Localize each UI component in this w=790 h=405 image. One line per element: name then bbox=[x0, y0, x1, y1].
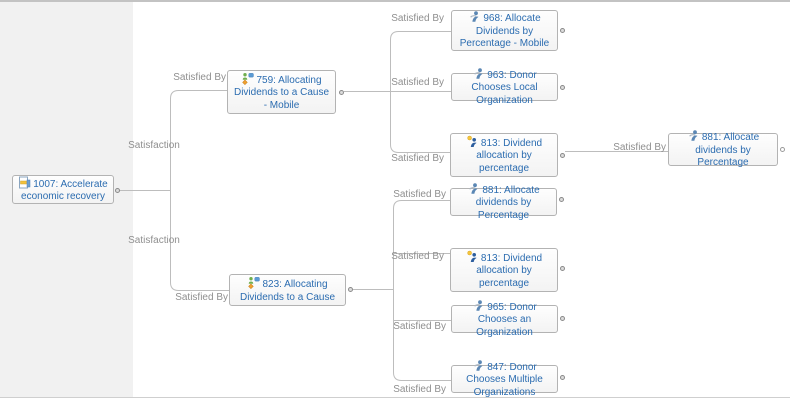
node-label: 968: Allocate Dividends by Percentage - … bbox=[459, 13, 550, 50]
node-label: 813: Dividend allocation by percentage bbox=[476, 252, 543, 289]
edge-label-satisfied-by: Satisfied By bbox=[393, 321, 446, 332]
use-case-icon bbox=[469, 183, 478, 194]
node-label: 759: Allocating Dividends to a Cause - M… bbox=[233, 74, 330, 111]
use-case-icon bbox=[474, 300, 483, 311]
node-label: 965: Donor Chooses an Organization bbox=[476, 301, 537, 338]
node-label: 881: Allocate dividends by Percentage bbox=[695, 132, 760, 169]
requirement-icon bbox=[467, 135, 477, 147]
feature-icon bbox=[248, 277, 261, 290]
node-968-allocate-dividends-by-percentage-mobile[interactable]: 968: Allocate Dividends by Percentage - … bbox=[451, 10, 558, 51]
edge-label-satisfied-by: Satisfied By bbox=[391, 77, 444, 88]
node-759-allocating-dividends-to-a-cause-mobile[interactable]: 759: Allocating Dividends to a Cause - M… bbox=[227, 70, 336, 114]
connector-dot[interactable] bbox=[560, 153, 565, 158]
node-963-donor-chooses-local-organization[interactable]: 963: Donor Chooses Local Organization bbox=[451, 68, 558, 106]
requirement-icon bbox=[467, 250, 477, 262]
node-847-donor-chooses-multiple-organizations[interactable]: 847: Donor Chooses Multiple Organization… bbox=[451, 360, 558, 398]
node-1007-accelerate-economic-recovery[interactable]: 1007: Accelerate economic recovery bbox=[12, 175, 114, 204]
node-813-dividend-allocation-by-percentage[interactable]: 813: Dividend allocation by percentage bbox=[450, 248, 558, 292]
connector-dot[interactable] bbox=[560, 28, 565, 33]
connector-dot[interactable] bbox=[560, 266, 565, 271]
connector-dot[interactable] bbox=[559, 197, 564, 202]
edge-label-satisfied-by: Satisfied By bbox=[173, 72, 226, 83]
node-823-allocating-dividends-to-a-cause[interactable]: 823: Allocating Dividends to a Cause bbox=[229, 274, 346, 306]
node-965-donor-chooses-an-organization[interactable]: 965: Donor Chooses an Organization bbox=[451, 300, 558, 338]
edge-label-satisfied-by: Satisfied By bbox=[175, 292, 228, 303]
node-label: 823: Allocating Dividends to a Cause bbox=[239, 279, 336, 303]
use-case-icon bbox=[689, 130, 698, 142]
node-881-allocate-dividends-by-percentage[interactable]: 881: Allocate dividends by Percentage bbox=[450, 183, 557, 221]
connector-dot[interactable] bbox=[339, 90, 344, 95]
bottom-divider bbox=[0, 397, 790, 398]
node-label: 847: Donor Chooses Multiple Organization… bbox=[466, 361, 543, 398]
edge-label-satisfied-by: Satisfied By bbox=[391, 13, 444, 24]
use-case-icon bbox=[474, 360, 483, 371]
edge-label-satisfied-by: Satisfied By bbox=[391, 153, 444, 164]
connector-dot[interactable] bbox=[115, 188, 120, 193]
node-label: 881: Allocate dividends by Percentage bbox=[475, 184, 540, 221]
connector-dot[interactable] bbox=[560, 85, 565, 90]
feature-icon bbox=[242, 72, 255, 85]
edge-label-satisfied-by: Satisfied By bbox=[613, 142, 666, 153]
node-label: 813: Dividend allocation by percentage bbox=[476, 137, 543, 174]
connector-dot[interactable] bbox=[560, 375, 565, 380]
use-case-icon bbox=[474, 68, 483, 79]
document-icon bbox=[19, 176, 31, 188]
node-label: 1007: Accelerate economic recovery bbox=[21, 178, 108, 203]
connector-dot[interactable] bbox=[780, 147, 785, 152]
edge-label-satisfaction: Satisfaction bbox=[128, 140, 180, 151]
node-label: 963: Donor Chooses Local Organization bbox=[471, 69, 538, 106]
top-divider bbox=[0, 0, 790, 2]
connector-dot[interactable] bbox=[560, 316, 565, 321]
use-case-icon bbox=[470, 11, 479, 23]
node-881-allocate-dividends-by-percentage[interactable]: 881: Allocate dividends by Percentage bbox=[668, 130, 778, 169]
edge-label-satisfaction: Satisfaction bbox=[128, 235, 180, 246]
edge-label-satisfied-by: Satisfied By bbox=[393, 189, 446, 200]
edge-label-satisfied-by: Satisfied By bbox=[391, 251, 444, 262]
edge-label-satisfied-by: Satisfied By bbox=[393, 384, 446, 395]
node-813-dividend-allocation-by-percentage[interactable]: 813: Dividend allocation by percentage bbox=[450, 133, 558, 177]
connector-dot[interactable] bbox=[348, 287, 353, 292]
